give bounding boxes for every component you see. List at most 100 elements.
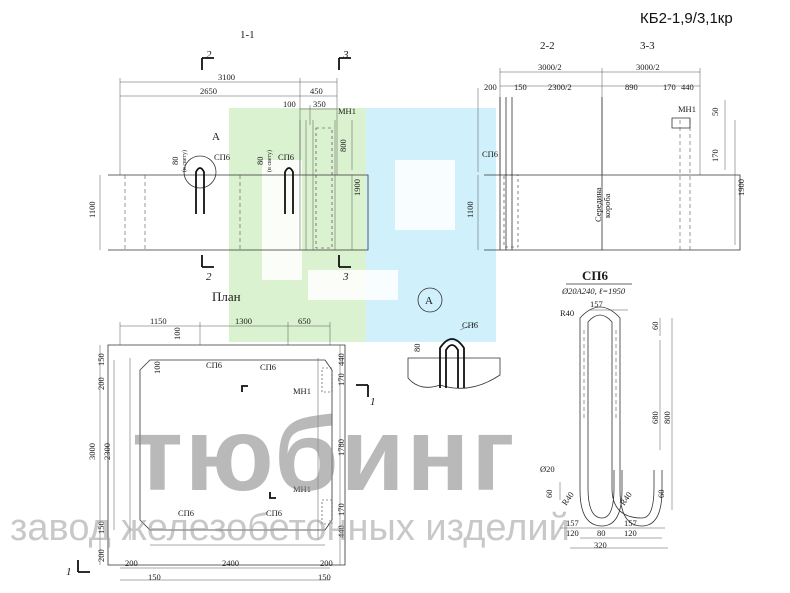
- detail-a-circle: [183, 155, 217, 189]
- dim-650: 650: [298, 316, 311, 326]
- section-mark-1-left: 1: [66, 566, 72, 578]
- drawing-code: КБ2-1,9/3,1кр: [640, 10, 733, 27]
- dim-150-tl: 150: [96, 353, 106, 366]
- bottom-label-sp6-bl: СП6: [178, 508, 194, 518]
- section-line-3-top: [338, 57, 351, 70]
- logo-white-gap-2: [395, 160, 455, 230]
- dim-200: 200: [484, 82, 497, 92]
- dim-2300: 2300: [102, 443, 112, 460]
- section-mark-2-top: 2: [206, 49, 212, 61]
- dim-1150: 1150: [150, 316, 167, 326]
- plan-body-walls: [299, 120, 336, 250]
- dim-890: 890: [625, 82, 638, 92]
- detail-a-concrete: [407, 357, 501, 389]
- rebar-loop-2: [284, 167, 294, 214]
- bottom-inner-wall: [129, 358, 325, 546]
- bottom-mn1-top: [321, 367, 333, 393]
- dim-3000-2-left: 3000/2: [538, 62, 562, 72]
- detail-a: А СП6 80: [407, 287, 501, 389]
- bottom-dim-top: [119, 322, 331, 345]
- watermark-tagline: завод железобетонных изделий: [10, 507, 570, 549]
- dim-170-top: 170: [336, 373, 346, 386]
- section-1-1-title: 1-1: [240, 29, 255, 41]
- bar-dim-60-bl: 60: [544, 490, 554, 499]
- bottom-inner-outline: [139, 359, 333, 531]
- bar-dim-60-br: 60: [656, 490, 666, 499]
- detail-a-callout: [417, 287, 443, 313]
- dim-100-side: 100: [152, 361, 162, 374]
- plan-hatched-wall: [315, 127, 333, 249]
- dim-80-b: 80: [255, 157, 265, 166]
- dim-150: 150: [514, 82, 527, 92]
- watermark-text: тюбинг завод железобетонных изделий: [10, 397, 570, 549]
- dim-170-bottom: 170: [336, 503, 346, 516]
- section-dim-lines: [477, 68, 736, 250]
- section-hatched-wall: [503, 174, 519, 248]
- section-mark-1-right: 1: [370, 396, 376, 408]
- bar-dim-800: 800: [662, 411, 672, 424]
- dim-800: 800: [338, 139, 348, 152]
- detail-a-dim: 80: [412, 344, 422, 353]
- section-body-outline: [484, 97, 741, 251]
- watermark-brand: тюбинг: [132, 397, 517, 513]
- dim-3000-2-right: 3000/2: [636, 62, 660, 72]
- bottom-outer-outline: [107, 344, 346, 566]
- section-dim-1100: 1100: [465, 201, 475, 218]
- dim-lines-side: [99, 120, 353, 250]
- bar-dim-120-r: 120: [624, 528, 637, 538]
- bar-dim-157-br: 157: [624, 518, 637, 528]
- bar-d20: Ø20: [540, 464, 555, 474]
- section-3-3-title: 3-3: [640, 40, 655, 52]
- bottom-label-mn1-top: МН1: [293, 386, 311, 396]
- label-sp6-a: СП6: [214, 152, 230, 162]
- section-view: 2-2 3-3 3000/2 3000/2 200 150 2300/2 890…: [465, 40, 746, 251]
- bottom-label-sp6-tr: СП6: [260, 362, 276, 372]
- bar-r40-top: R40: [560, 308, 574, 318]
- dim-440-bottom: 440: [336, 525, 346, 538]
- dim-1780: 1780: [336, 439, 346, 456]
- section-box-label: короба: [602, 193, 612, 218]
- bottom-label-mn1-bottom: МН1: [293, 484, 311, 494]
- bar-dim-60-top: 60: [650, 322, 660, 331]
- label-mn1: МН1: [338, 106, 356, 116]
- dim-150-b1: 150: [148, 572, 161, 582]
- bottom-dim-bottom: [120, 567, 330, 581]
- bottom-dim-left: [99, 345, 115, 565]
- bar-dim-320: 320: [594, 540, 607, 550]
- dim-2300-2: 2300/2: [548, 82, 572, 92]
- dim-100-top: 100: [172, 327, 182, 340]
- section-line-3-bottom: [338, 255, 351, 268]
- dim-440: 440: [681, 82, 694, 92]
- dim-200-b2: 200: [320, 558, 333, 568]
- section-middle-label: Середина: [593, 187, 603, 222]
- dim-350: 350: [313, 99, 326, 109]
- svetu-b: (в свету): [266, 150, 273, 172]
- bottom-label-sp6-tl: СП6: [206, 360, 222, 370]
- dim-440-top: 440: [336, 353, 346, 366]
- bar-dashed-center: [583, 330, 617, 420]
- logo-white-gap-1: [262, 160, 302, 280]
- dim-200-bl: 200: [96, 549, 106, 562]
- bar-dim-80: 80: [597, 528, 606, 538]
- plan-view: 1-1 2 3 3100 2650 450 100 350 1100 800 1…: [87, 29, 369, 304]
- section-dim-50: 50: [710, 108, 720, 117]
- section-line-1-left: [77, 560, 90, 573]
- dim-450: 450: [310, 86, 323, 96]
- section-label-mn1: МН1: [678, 104, 696, 114]
- bar-shape-inner: [587, 314, 655, 519]
- watermark-logo: [229, 108, 496, 342]
- detail-a-rebar: [439, 338, 465, 388]
- bar-dim-157-bl: 157: [566, 518, 579, 528]
- detail-a-label: СП6: [462, 320, 478, 330]
- bar-dim-120-l: 120: [566, 528, 579, 538]
- dim-1100-left: 1100: [87, 201, 97, 218]
- logo-white-gap-3: [308, 270, 398, 300]
- dim-100: 100: [283, 99, 296, 109]
- dim-80-a: 80: [170, 157, 180, 166]
- mn1-plate: [671, 117, 691, 129]
- detail-a-mark: А: [212, 131, 220, 143]
- dim-3100: 3100: [218, 72, 235, 82]
- section-line-1-right: [356, 384, 369, 397]
- dim-1300: 1300: [235, 316, 252, 326]
